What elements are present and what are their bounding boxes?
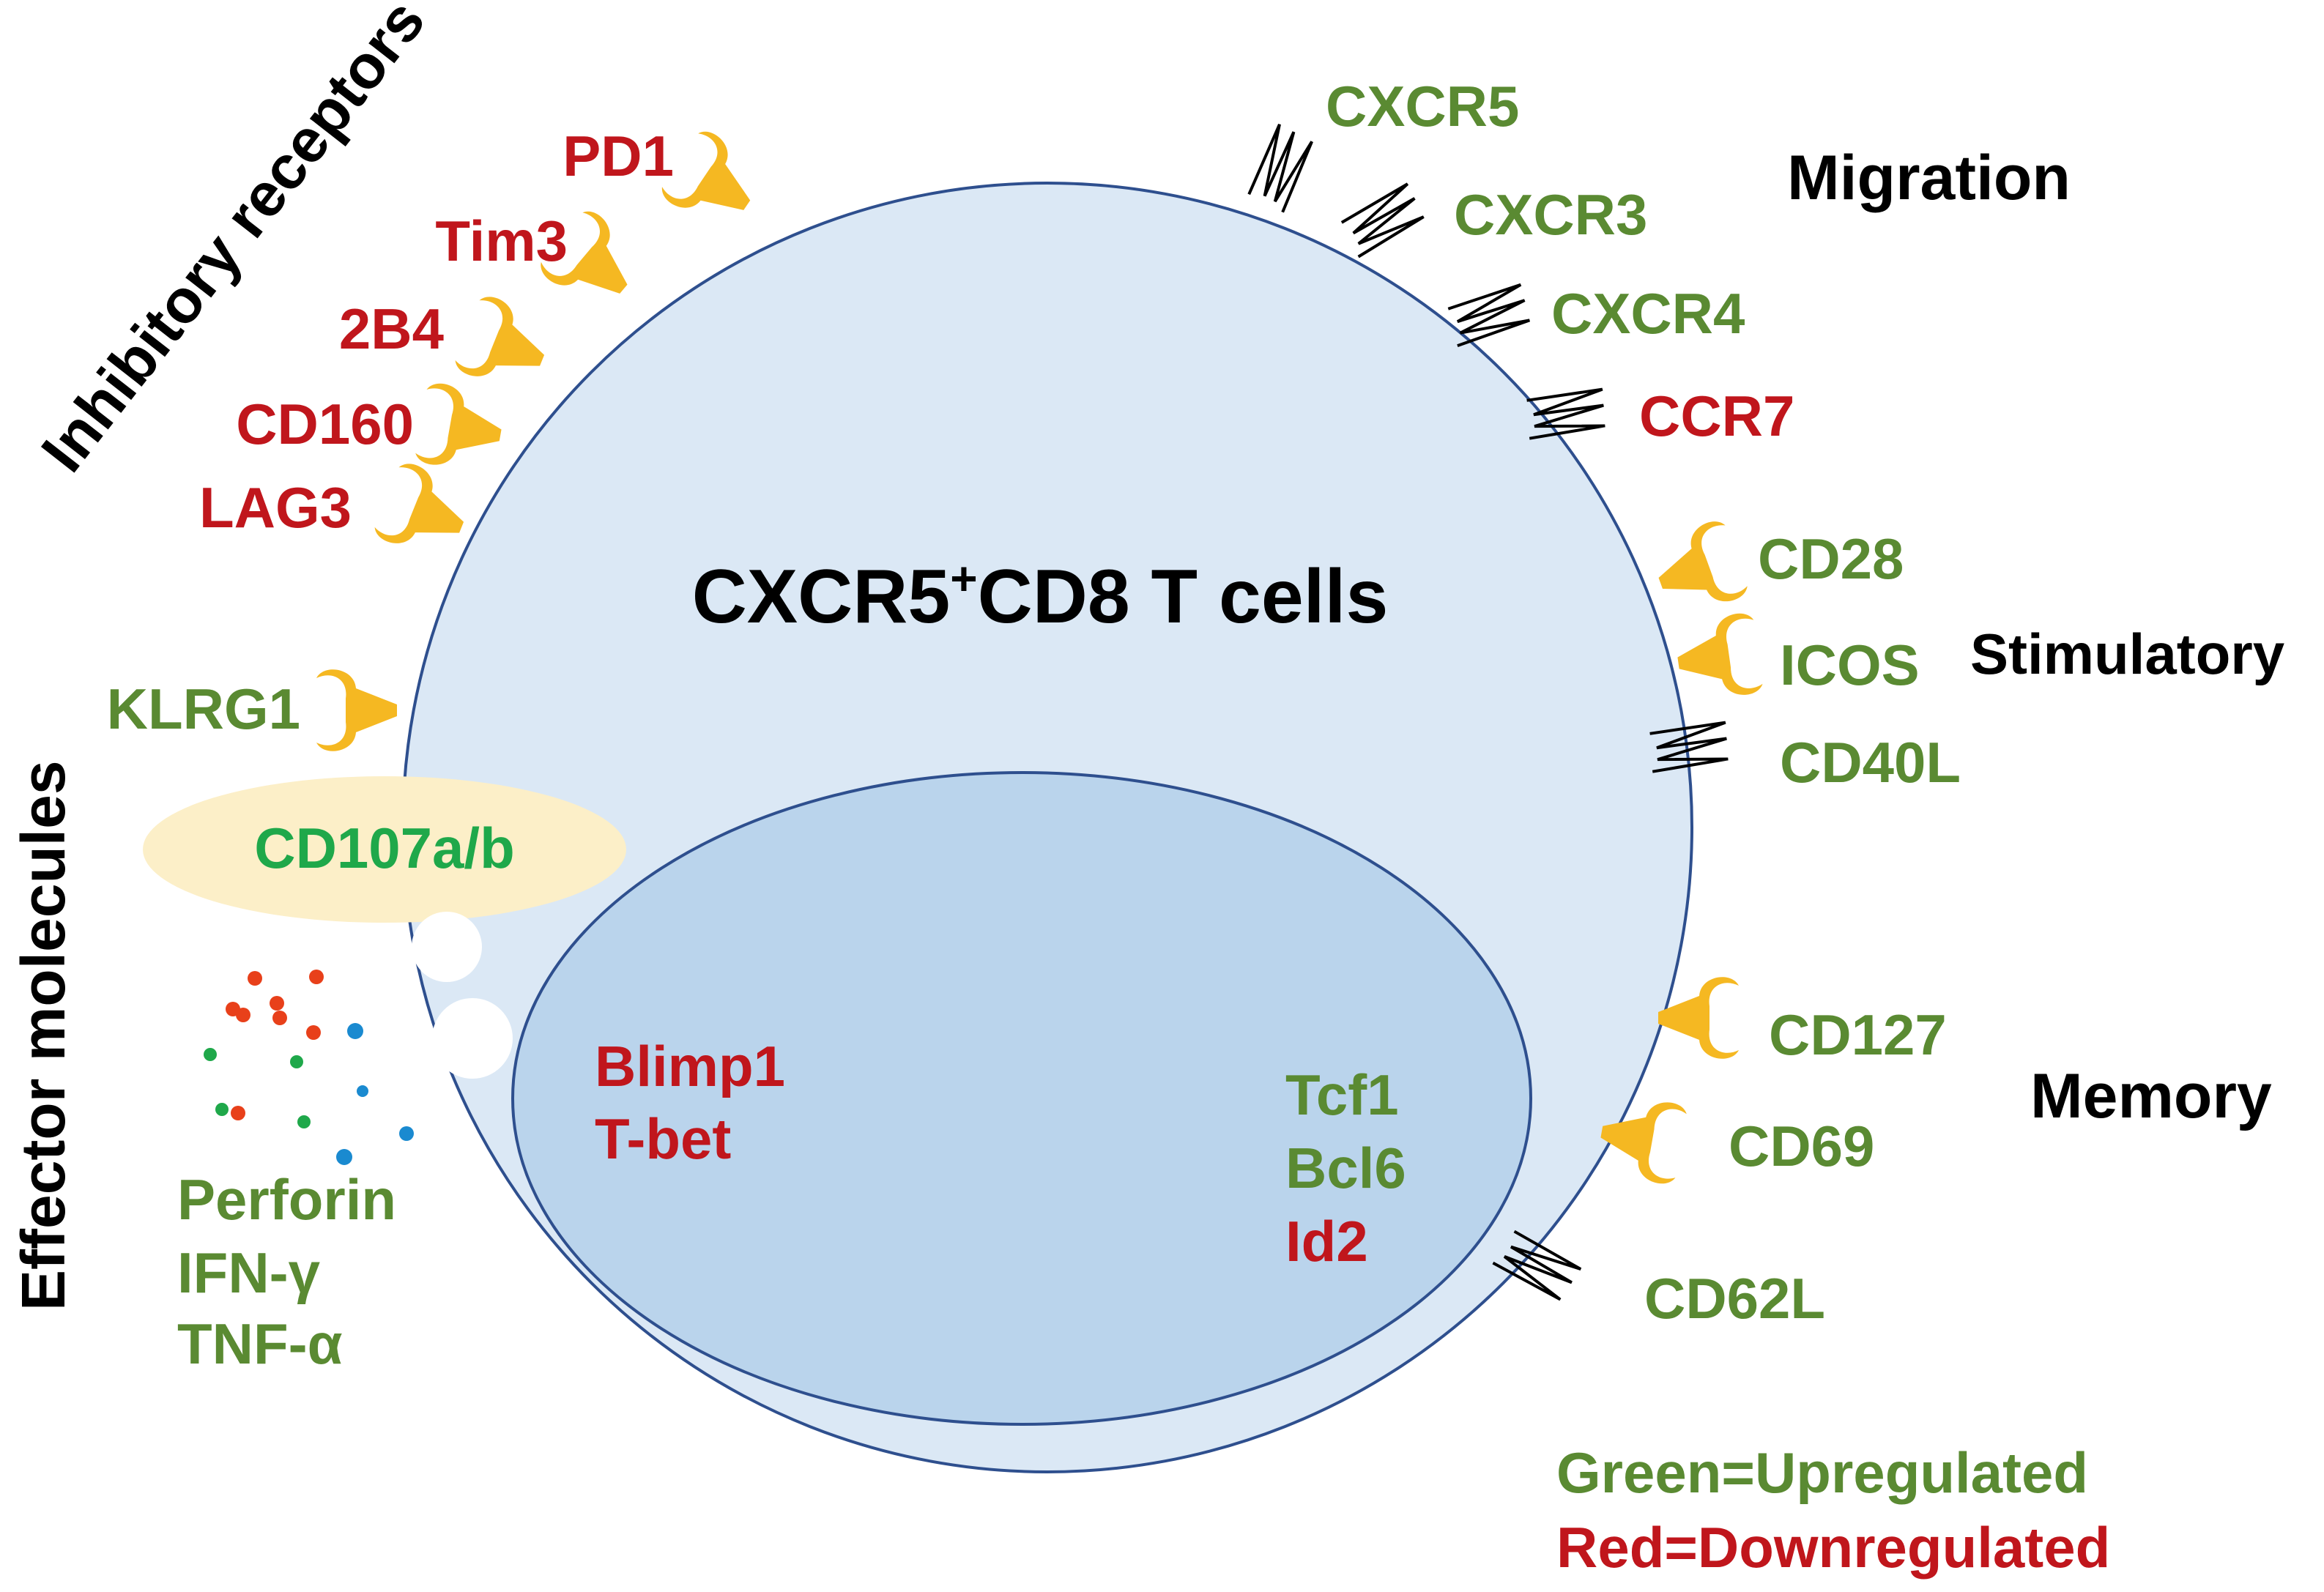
effector-dot (309, 970, 324, 984)
cd107-label: CD107a/b (254, 816, 515, 880)
effector-dot (399, 1126, 414, 1141)
effector-dot (236, 1008, 250, 1022)
y-receptor-icon (371, 459, 477, 565)
legend: Green=Upregulated Red=Downregulated (1556, 1440, 2110, 1580)
receptor-label-ccr7: CCR7 (1639, 384, 1794, 448)
tf-label-blimp1: Blimp1 (595, 1034, 785, 1098)
receptor-label-cd160: CD160 (236, 392, 414, 456)
receptor-label-icos: ICOS (1780, 633, 1920, 697)
receptor-label-cd40l: CD40L (1780, 730, 1961, 795)
receptor-label-cd69: CD69 (1729, 1114, 1874, 1178)
effector-dot (231, 1106, 245, 1120)
effector-molecule-labels: Perforin IFN-γ TNF-α (177, 1167, 396, 1376)
effector-dot (215, 1103, 229, 1116)
effector-dot (248, 971, 262, 986)
y-receptor-icon (414, 381, 508, 476)
migration-receptor-labels: CXCR5 CXCR3 CXCR4 CCR7 (1326, 74, 1794, 448)
receptor-label-tim3: Tim3 (435, 209, 568, 273)
effector-label-ifn-gamma: IFN-γ (177, 1241, 321, 1305)
category-memory: Memory (2030, 1061, 2272, 1131)
receptor-label-klrg1: KLRG1 (107, 677, 300, 741)
effector-label-tnf-alpha: TNF-α (177, 1312, 343, 1376)
stimulatory-receptor-labels: CD28 ICOS CD40L (1758, 527, 1961, 795)
effector-dot (336, 1149, 352, 1165)
effector-dot (290, 1055, 303, 1068)
effector-dot (204, 1048, 217, 1061)
cell-title: CXCR5+CD8 T cells (692, 552, 1389, 639)
y-receptor-icon (452, 292, 557, 398)
legend-upregulated: Green=Upregulated (1556, 1440, 2088, 1505)
chemokine-receptor-icon (1244, 124, 1318, 212)
effector-dot (272, 1011, 287, 1025)
legend-downregulated: Red=Downregulated (1556, 1515, 2110, 1580)
tf-label-bcl6: Bcl6 (1285, 1136, 1406, 1200)
effector-label-perforin: Perforin (177, 1167, 396, 1232)
category-stimulatory: Stimulatory (1970, 622, 2284, 686)
nucleus (511, 771, 1532, 1426)
tf-label-id2: Id2 (1285, 1209, 1368, 1273)
category-migration: Migration (1787, 143, 2071, 213)
receptor-label-cd62l: CD62L (1644, 1266, 1825, 1331)
chemokine-receptor-icon (1339, 184, 1427, 257)
receptor-label-cxcr4: CXCR4 (1551, 281, 1745, 346)
nucleus-right-labels: Tcf1 Bcl6 Id2 (1285, 1063, 1406, 1273)
y-receptor-icon (1672, 611, 1764, 704)
vesicle (412, 912, 482, 982)
vesicle (432, 998, 513, 1079)
receptor-label-pd1: PD1 (563, 124, 674, 188)
cd107-granule (143, 776, 626, 923)
receptor-label-cxcr5: CXCR5 (1326, 74, 1519, 138)
title-suffix: CD8 T cells (978, 554, 1389, 639)
effector-dot (270, 996, 284, 1011)
receptor-label-lag3: LAG3 (199, 475, 352, 540)
effector-dot (347, 1023, 363, 1039)
tf-label-tcf1: Tcf1 (1285, 1063, 1399, 1127)
receptor-label-cd127: CD127 (1769, 1003, 1947, 1067)
tf-label-t-bet: T-bet (595, 1106, 731, 1171)
title-superscript: + (950, 552, 977, 605)
memory-receptor-labels: CD127 CD69 CD62L (1644, 1003, 1947, 1331)
receptor-label-2b4: 2B4 (339, 297, 444, 361)
y-receptor-icon (1647, 517, 1751, 622)
receptor-label-cd28: CD28 (1758, 527, 1904, 591)
effector-dot (306, 1025, 321, 1040)
nucleus-left-labels: Blimp1 T-bet (595, 1034, 785, 1171)
inhibitory-receptor-labels: PD1 Tim3 2B4 CD160 LAG3 (199, 124, 674, 540)
effector-dot (297, 1115, 311, 1128)
effector-dot (357, 1085, 368, 1097)
receptor-label-cxcr3: CXCR3 (1454, 182, 1647, 247)
effector-dots (204, 970, 414, 1165)
title-prefix: CXCR5 (692, 554, 951, 639)
y-receptor-icon (657, 126, 770, 239)
category-effector-molecules: Effector molecules (9, 760, 78, 1311)
y-receptor-icon (316, 669, 397, 751)
